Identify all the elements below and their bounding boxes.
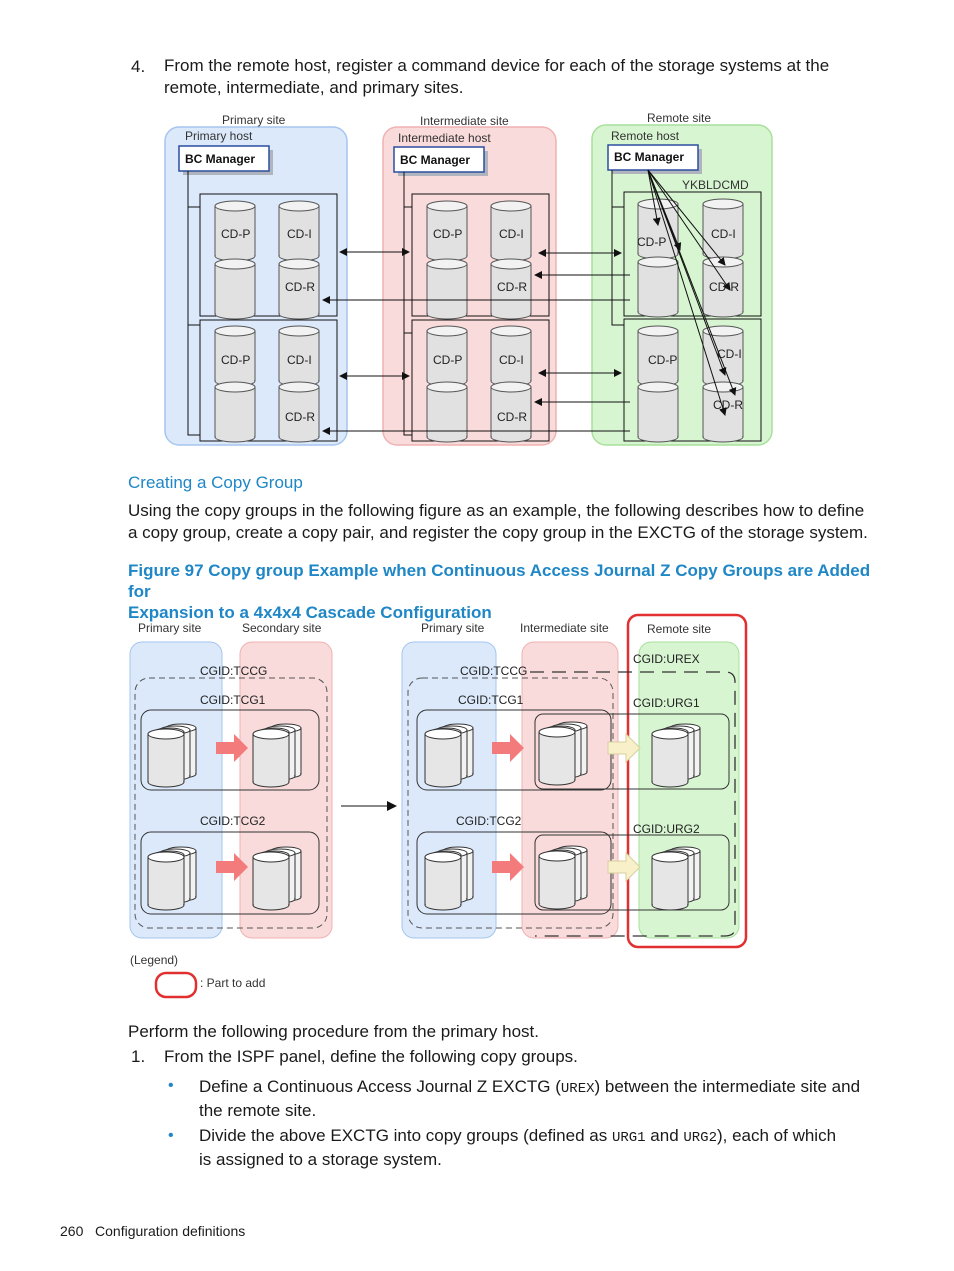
figure-caption-line1: Figure 97 Copy group Example when Contin… xyxy=(128,561,871,601)
left-tcg1-group xyxy=(140,709,320,791)
left-tccg-group xyxy=(134,677,328,929)
primary-storage-1 xyxy=(199,193,338,317)
figure-caption-line2: Expansion to a 4x4x4 Cascade Configurati… xyxy=(128,603,492,622)
svg-text:Remote site: Remote site xyxy=(647,622,711,636)
primary-storage-2 xyxy=(199,319,338,442)
primary-site-label: Primary site xyxy=(222,113,286,127)
svg-text:CD-R: CD-R xyxy=(285,280,315,294)
svg-text:CD-P: CD-P xyxy=(221,353,250,367)
figure-caption: Figure 97 Copy group Example when Contin… xyxy=(128,560,873,623)
remote-storage-1 xyxy=(623,191,762,317)
svg-text:CD-R: CD-R xyxy=(285,410,315,424)
page-footer: 260 Configuration definitions xyxy=(60,1223,245,1239)
intermediate-bc-manager xyxy=(393,146,485,173)
remote-storage-2 xyxy=(623,318,762,442)
legend-title: (Legend) xyxy=(130,953,178,967)
svg-text:CD-R: CD-R xyxy=(497,410,527,424)
svg-text:CD-I: CD-I xyxy=(499,227,524,241)
svg-text:Secondary site: Secondary site xyxy=(242,621,322,635)
ykbldcmd-label: YKBLDCMD xyxy=(682,178,749,192)
svg-text:CD-I: CD-I xyxy=(717,347,742,361)
intro-paragraph: Using the copy groups in the following f… xyxy=(128,501,868,542)
step-text: From the remote host, register a command… xyxy=(164,56,830,97)
right-tccg-group xyxy=(407,677,614,929)
svg-text:CGID:TCCG: CGID:TCCG xyxy=(460,664,527,678)
svg-text:BC Manager: BC Manager xyxy=(400,153,470,167)
bullet1-text: Define a Continuous Access Journal Z EXC… xyxy=(199,1077,861,1120)
svg-text:CGID:TCCG: CGID:TCCG xyxy=(200,664,267,678)
command-device-diagram: Primary site Intermediate site Remote si… xyxy=(164,111,773,446)
svg-text:CGID:TCG1: CGID:TCG1 xyxy=(458,693,524,707)
section-heading: Creating a Copy Group xyxy=(128,473,303,492)
step-number: 4. xyxy=(131,57,146,76)
svg-text:CGID:UREX: CGID:UREX xyxy=(633,652,700,666)
legend-swatch xyxy=(154,971,198,999)
svg-text:CGID:TCG1: CGID:TCG1 xyxy=(200,693,266,707)
svg-text:BC Manager: BC Manager xyxy=(185,152,255,166)
svg-text:CGID:URG2: CGID:URG2 xyxy=(633,822,700,836)
svg-text:CGID:TCG2: CGID:TCG2 xyxy=(456,814,522,828)
svg-text:CD-P: CD-P xyxy=(433,227,462,241)
svg-text:CD-I: CD-I xyxy=(499,353,524,367)
svg-text:CD-P: CD-P xyxy=(637,235,666,249)
legend-text: : Part to add xyxy=(200,976,265,990)
svg-text:BC Manager: BC Manager xyxy=(614,150,684,164)
page-number: 260 xyxy=(60,1223,84,1239)
intermediate-storage-2 xyxy=(411,319,550,442)
remote-bc-manager xyxy=(607,144,699,171)
bullet-icon: • xyxy=(168,1127,174,1144)
intermediate-site-label: Intermediate site xyxy=(420,114,509,128)
step1-text: From the ISPF panel, define the followin… xyxy=(164,1047,578,1066)
urex-group xyxy=(530,671,736,937)
procedure-intro: Perform the following procedure from the… xyxy=(128,1022,540,1041)
svg-text:CD-I: CD-I xyxy=(711,227,736,241)
primary-host-label: Primary host xyxy=(185,129,253,143)
copy-group-diagram: Primary site Secondary site CGID:TCCG CG… xyxy=(129,613,748,999)
step1-number: 1. xyxy=(131,1047,146,1066)
svg-text:CGID:URG1: CGID:URG1 xyxy=(633,696,700,710)
urg2-group xyxy=(534,834,730,911)
left-tcg2-group xyxy=(140,831,320,915)
svg-text:CD-P: CD-P xyxy=(433,353,462,367)
svg-text:CGID:TCG2: CGID:TCG2 xyxy=(200,814,266,828)
urg1-group xyxy=(534,713,730,790)
bullet2-text: Divide the above EXCTG into copy groups … xyxy=(199,1126,837,1169)
intermediate-host-label: Intermediate host xyxy=(398,131,491,145)
svg-text:CD-P: CD-P xyxy=(221,227,250,241)
remote-host-label: Remote host xyxy=(611,129,680,143)
svg-text:CD-R: CD-R xyxy=(497,280,527,294)
svg-text:CD-I: CD-I xyxy=(287,227,312,241)
svg-text:Primary site: Primary site xyxy=(421,621,485,635)
svg-text:CD-P: CD-P xyxy=(648,353,677,367)
part-to-add-outline xyxy=(626,613,748,949)
bullet-icon: • xyxy=(168,1077,174,1094)
primary-bc-manager xyxy=(178,145,270,172)
svg-text:Primary site: Primary site xyxy=(138,621,202,635)
svg-text:CD-R: CD-R xyxy=(713,398,743,412)
svg-text:Intermediate site: Intermediate site xyxy=(520,621,609,635)
remote-site-label: Remote site xyxy=(647,111,711,125)
footer-section: Configuration definitions xyxy=(95,1223,246,1239)
svg-text:CD-I: CD-I xyxy=(287,353,312,367)
